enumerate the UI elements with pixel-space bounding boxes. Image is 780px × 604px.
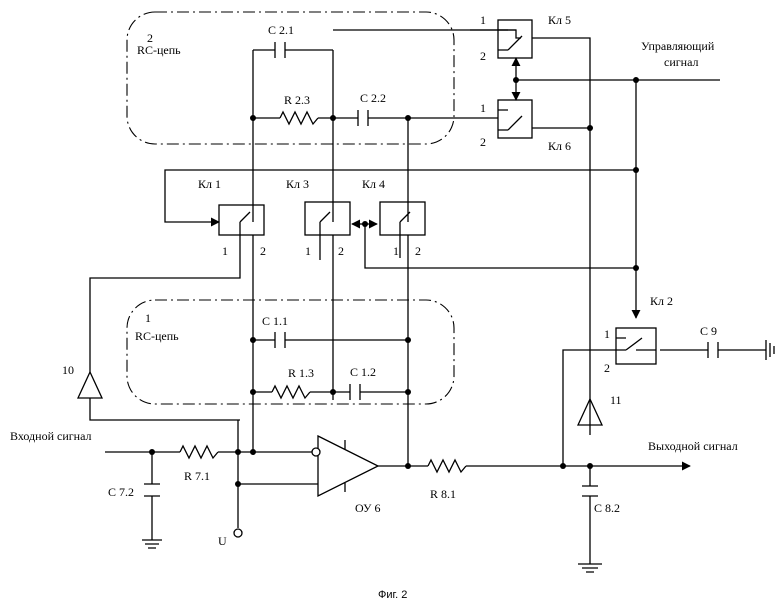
svg-text:C 2.2: C 2.2 xyxy=(360,91,386,105)
svg-text:2: 2 xyxy=(480,135,486,149)
svg-text:C 2.1: C 2.1 xyxy=(268,23,294,37)
svg-text:Кл 4: Кл 4 xyxy=(362,177,385,191)
resistor-r71: R 7.1 xyxy=(180,446,218,483)
output-signal-label: Выходной сигнал xyxy=(648,439,738,453)
opamp: ОУ 6 xyxy=(312,436,381,515)
terminal-u: U xyxy=(218,529,242,548)
svg-text:R 1.3: R 1.3 xyxy=(288,366,314,380)
figure-caption: Фиг. 2 xyxy=(378,589,407,601)
svg-text:2: 2 xyxy=(480,49,486,63)
svg-text:R 8.1: R 8.1 xyxy=(430,487,456,501)
svg-text:R 7.1: R 7.1 xyxy=(184,469,210,483)
svg-text:Кл 1: Кл 1 xyxy=(198,177,221,191)
switch-kl4: Кл 4 1 2 xyxy=(362,177,425,258)
svg-text:1: 1 xyxy=(393,244,399,258)
capacitor-c9: C 9 xyxy=(700,324,718,358)
svg-text:1: 1 xyxy=(305,244,311,258)
svg-text:C 7.2: C 7.2 xyxy=(108,485,134,499)
svg-text:2: 2 xyxy=(415,244,421,258)
resistor-r13: R 1.3 xyxy=(272,366,314,398)
svg-text:C 8.2: C 8.2 xyxy=(594,501,620,515)
buffer-10: 10 xyxy=(62,363,102,398)
signal-labels: Управляющий сигнал Входной сигнал Выходн… xyxy=(10,39,738,601)
svg-text:Кл 6: Кл 6 xyxy=(548,139,571,153)
capacitor-c11: C 1.1 xyxy=(262,314,288,348)
switch-kl1: Кл 1 1 2 xyxy=(198,177,266,258)
svg-text:Кл 5: Кл 5 xyxy=(548,13,571,27)
svg-text:11: 11 xyxy=(610,393,622,407)
ground-c72 xyxy=(142,540,162,548)
resistor-r23: R 2.3 xyxy=(280,93,318,124)
switch-kl3: Кл 3 1 2 xyxy=(286,177,350,258)
rc-chain-1-number: 1 xyxy=(145,311,151,325)
svg-text:C 1.1: C 1.1 xyxy=(262,314,288,328)
ground-c82 xyxy=(578,564,602,572)
svg-text:2: 2 xyxy=(604,361,610,375)
svg-text:1: 1 xyxy=(480,101,486,115)
buffer-11: 11 xyxy=(578,393,622,425)
switch-kl6: 1 2 Кл 6 xyxy=(480,100,571,153)
rc-chain-1-region: 1 RC-цепь xyxy=(127,300,454,404)
capacitor-c82: C 8.2 xyxy=(582,486,620,515)
capacitor-c21: C 2.1 xyxy=(268,23,294,58)
input-signal-label: Входной сигнал xyxy=(10,429,92,443)
capacitor-c12: C 1.2 xyxy=(350,365,376,400)
rc-chain-1-label: RC-цепь xyxy=(135,329,179,343)
svg-text:U: U xyxy=(218,534,227,548)
svg-text:R 2.3: R 2.3 xyxy=(284,93,310,107)
control-signal-line2: сигнал xyxy=(664,55,699,69)
svg-text:2: 2 xyxy=(260,244,266,258)
svg-text:1: 1 xyxy=(604,327,610,341)
svg-text:10: 10 xyxy=(62,363,74,377)
capacitor-c22: C 2.2 xyxy=(358,91,386,126)
svg-text:C 9: C 9 xyxy=(700,324,717,338)
resistor-r81: R 8.1 xyxy=(428,460,466,501)
svg-text:Кл 2: Кл 2 xyxy=(650,294,673,308)
ground-c9 xyxy=(766,340,774,360)
rc-chain-2-label: RC-цепь xyxy=(137,43,181,57)
switch-kl2: Кл 2 1 2 xyxy=(604,294,673,375)
svg-text:Кл 3: Кл 3 xyxy=(286,177,309,191)
svg-text:ОУ 6: ОУ 6 xyxy=(355,501,381,515)
svg-text:2: 2 xyxy=(338,244,344,258)
svg-text:C 1.2: C 1.2 xyxy=(350,365,376,379)
control-signal-line1: Управляющий xyxy=(641,39,715,53)
svg-text:1: 1 xyxy=(480,13,486,27)
svg-text:1: 1 xyxy=(222,244,228,258)
